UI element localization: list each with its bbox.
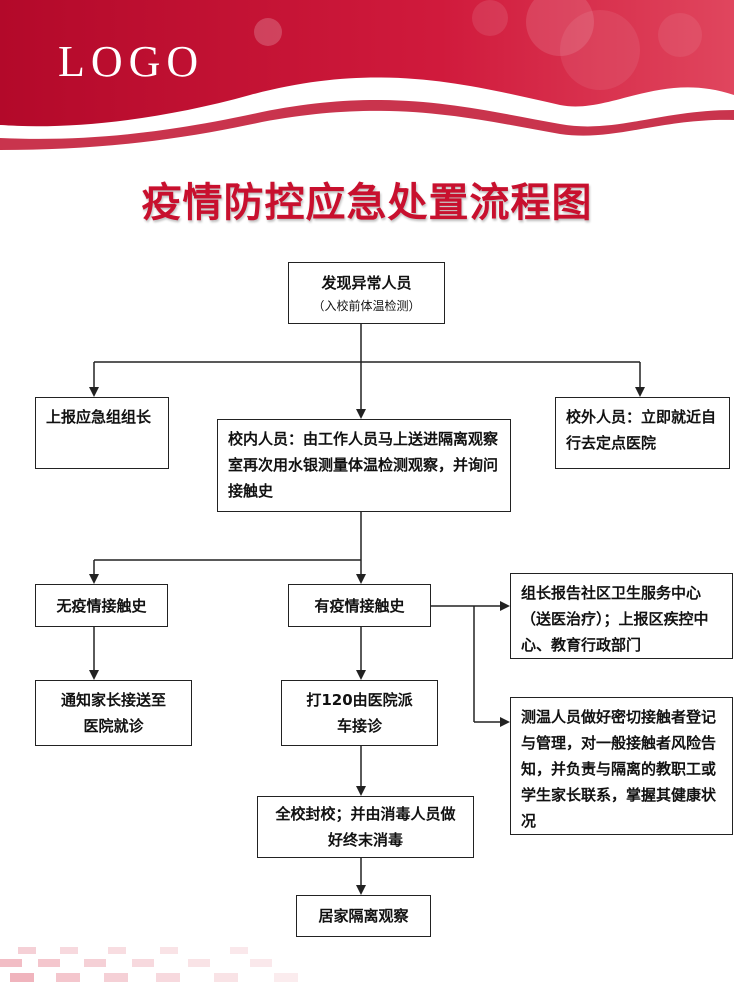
logo: LOGO <box>58 37 205 86</box>
outside-staff-box: 校外人员：立即就近自行去定点医院 <box>555 397 730 469</box>
report-community-box: 组长报告社区卫生服务中心（送医治疗）；上报区疾控中心、教育行政部门 <box>510 573 733 659</box>
contact-management-box: 测温人员做好密切接触者登记与管理，对一般接触者风险告知，并负责与隔离的教职工或学… <box>510 697 733 835</box>
header-banner <box>0 0 734 150</box>
discover-subtitle: （入校前体温检测） <box>312 299 421 313</box>
discover-abnormal-box: 发现异常人员 （入校前体温检测） <box>288 262 445 324</box>
call-120-box: 打120由医院派车接诊 <box>281 680 438 746</box>
has-history-box: 有疫情接触史 <box>288 584 431 627</box>
report-leader-box: 上报应急组组长 <box>35 397 169 469</box>
discover-title: 发现异常人员 <box>321 274 412 292</box>
bottom-decoration <box>0 947 298 982</box>
inside-staff-box: 校内人员：由工作人员马上送进隔离观察室再次用水银测量体温检测观察，并询问接触史 <box>217 419 511 512</box>
page-title: 疫情防控应急处置流程图 <box>141 180 593 226</box>
no-history-box: 无疫情接触史 <box>35 584 168 627</box>
notify-parent-box: 通知家长接送至医院就诊 <box>35 680 192 746</box>
close-school-box: 全校封校；并由消毒人员做好终末消毒 <box>257 796 474 858</box>
home-isolation-box: 居家隔离观察 <box>296 895 431 937</box>
